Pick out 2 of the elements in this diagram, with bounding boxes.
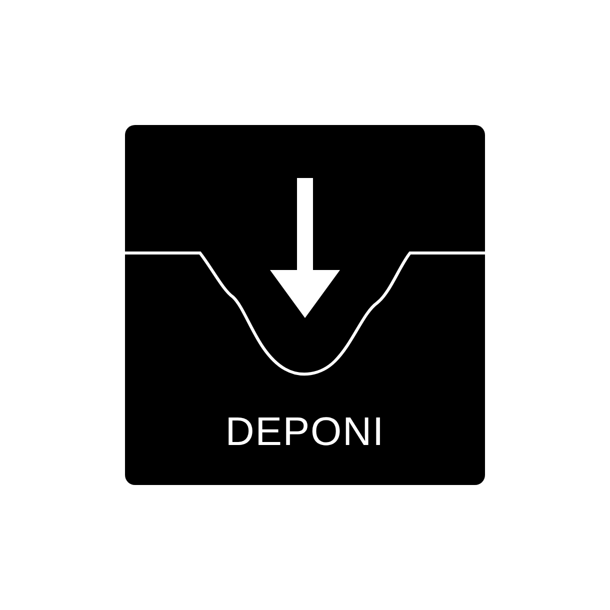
sign-label: DEPONI (225, 410, 385, 454)
sign-panel (125, 125, 485, 485)
